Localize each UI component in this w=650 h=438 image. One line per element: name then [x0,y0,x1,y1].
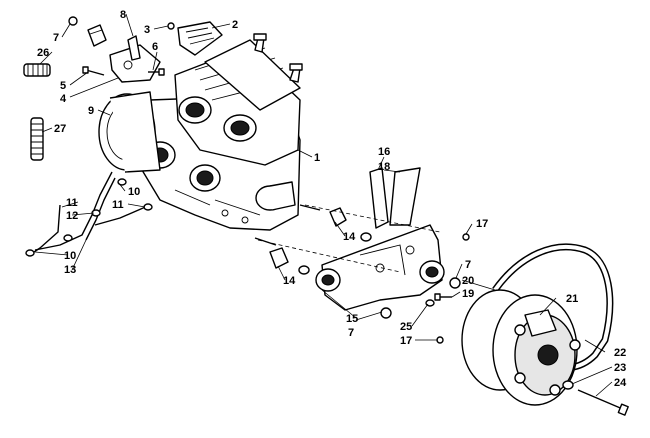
leader-lines [34,13,613,397]
mount-damper-left[interactable] [87,24,107,47]
mount-bolt-upper[interactable] [299,204,321,211]
spring-27[interactable] [30,117,44,161]
callout-26: 26 [37,47,49,59]
callout-7-top: 7 [53,32,59,44]
bolt-6[interactable] [148,68,165,76]
callout-6: 6 [152,41,158,53]
callout-22: 22 [614,347,626,359]
callout-15: 15 [346,313,358,325]
nut-7-lower[interactable] [380,307,392,319]
callout-25: 25 [400,321,412,333]
callout-12: 12 [66,210,78,222]
spring-26[interactable] [23,63,51,77]
callout-19: 19 [462,288,474,300]
callout-8: 8 [120,9,126,21]
clutch-spider-21[interactable] [524,309,557,337]
callout-2: 2 [232,19,238,31]
callout-18: 18 [378,161,390,173]
nut-7-right[interactable] [449,277,461,289]
callout-5: 5 [60,80,66,92]
callout-17-lower: 17 [400,335,412,347]
callout-14-upper: 14 [343,231,356,243]
washer-23[interactable] [562,380,574,390]
callout-21: 21 [566,293,578,305]
ignition-bracket[interactable] [109,35,161,83]
callout-13: 13 [64,264,76,276]
callout-16: 16 [378,146,390,158]
callout-4: 4 [60,93,67,105]
callout-11-left: 11 [66,197,78,209]
nut-top[interactable] [68,16,78,26]
drive-clutch[interactable] [461,289,581,406]
engine-assembly[interactable] [141,33,303,231]
bolt-19[interactable] [434,293,452,301]
callout-20: 20 [462,275,474,287]
upper-mount-bracket-16[interactable] [369,167,389,229]
bolt-5[interactable] [82,66,105,76]
rubber-mount-lower[interactable] [269,247,310,275]
callout-27: 27 [54,123,66,135]
engine-mount-plate[interactable] [315,224,445,311]
callout-7-right: 7 [465,259,471,271]
callout-23: 23 [614,362,626,374]
callout-10-lower: 10 [64,250,76,262]
screw-3[interactable] [167,22,175,30]
callout-10-upper: 10 [128,186,140,198]
screw-17-upper[interactable] [462,233,470,241]
coil-cap[interactable] [177,21,223,56]
callout-17-upper: 17 [476,218,488,230]
clutch-bolt-24[interactable] [577,389,629,416]
coolant-hoses[interactable] [25,171,153,257]
callout-3: 3 [144,24,150,36]
callout-1: 1 [314,152,320,164]
callout-9: 9 [88,105,94,117]
callout-7-lower: 7 [348,327,354,339]
callout-24: 24 [614,377,627,389]
callout-labels: 1 2 3 8 7 26 6 5 4 9 27 10 11 11 12 10 1… [37,9,627,389]
recoil-housing[interactable] [98,91,161,173]
callout-14-lower: 14 [283,275,296,287]
mount-bolt-lower[interactable] [254,237,277,246]
callout-11-upper: 11 [112,199,124,211]
upper-mount-bracket-18[interactable] [389,167,421,226]
